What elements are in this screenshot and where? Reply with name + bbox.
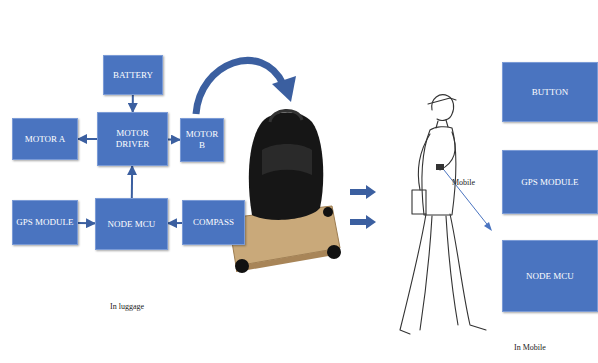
component-label: Mobile <box>452 178 475 187</box>
curved-arrow <box>196 60 283 114</box>
compass-box: COMPASS <box>182 200 245 245</box>
gps-module-box: GPS MODULE <box>12 200 78 245</box>
flow-arrow <box>350 219 366 225</box>
man-leg-inner <box>420 216 458 330</box>
wheel <box>323 207 333 217</box>
leader-arrow-head <box>484 222 492 231</box>
signal-arrow <box>78 138 97 140</box>
gps-module-box: GPS MODULE <box>502 150 598 214</box>
backpack-handle <box>270 110 302 122</box>
battery-box: BATTERY <box>103 55 163 95</box>
signal-arrow <box>131 166 133 198</box>
backpack-pocket <box>262 144 312 175</box>
man-arm <box>418 134 430 190</box>
signal-arrow <box>132 95 134 112</box>
man-bag <box>412 190 426 214</box>
curved-arrow-head <box>272 76 296 102</box>
backpack <box>249 112 323 220</box>
box-label: COMPASS <box>193 217 234 228</box>
flow-arrow <box>350 189 366 195</box>
box-label: MOTOR B <box>183 129 221 151</box>
signal-arrow <box>168 222 182 224</box>
wheel <box>327 245 341 259</box>
walking-man <box>400 95 486 334</box>
board-edge <box>236 248 340 272</box>
box-label: BATTERY <box>113 70 153 81</box>
leader-line <box>444 170 490 228</box>
box-label: GPS MODULE <box>521 177 578 188</box>
group-caption: In luggage <box>110 302 144 311</box>
signal-arrow <box>78 222 95 224</box>
group-caption: In Mobile <box>514 343 546 352</box>
box-label: NODE MCU <box>108 219 156 230</box>
microcontroller-box: NODE MCU <box>502 240 598 312</box>
box-label: BUTTON <box>532 87 568 98</box>
mobile-phone <box>436 164 444 170</box>
button-box: BUTTON <box>502 62 598 122</box>
box-label: GPS MODULE <box>16 217 73 228</box>
flow-arrow-head <box>366 215 376 229</box>
photo-background <box>222 92 347 272</box>
box-label: NODE MCU <box>526 271 574 282</box>
box-label: MOTOR DRIVER <box>100 128 165 150</box>
flow-arrow-head <box>366 185 376 199</box>
signal-arrow <box>168 139 180 141</box>
wheel <box>235 259 249 273</box>
microcontroller-box: NODE MCU <box>95 198 168 250</box>
man-leg <box>450 214 486 330</box>
motor-box: MOTOR B <box>180 118 224 162</box>
box-label: MOTOR A <box>25 134 66 145</box>
motor-box: MOTOR A <box>12 118 78 160</box>
motor-driver-box: MOTOR DRIVER <box>97 112 168 166</box>
man-cap <box>428 98 456 104</box>
